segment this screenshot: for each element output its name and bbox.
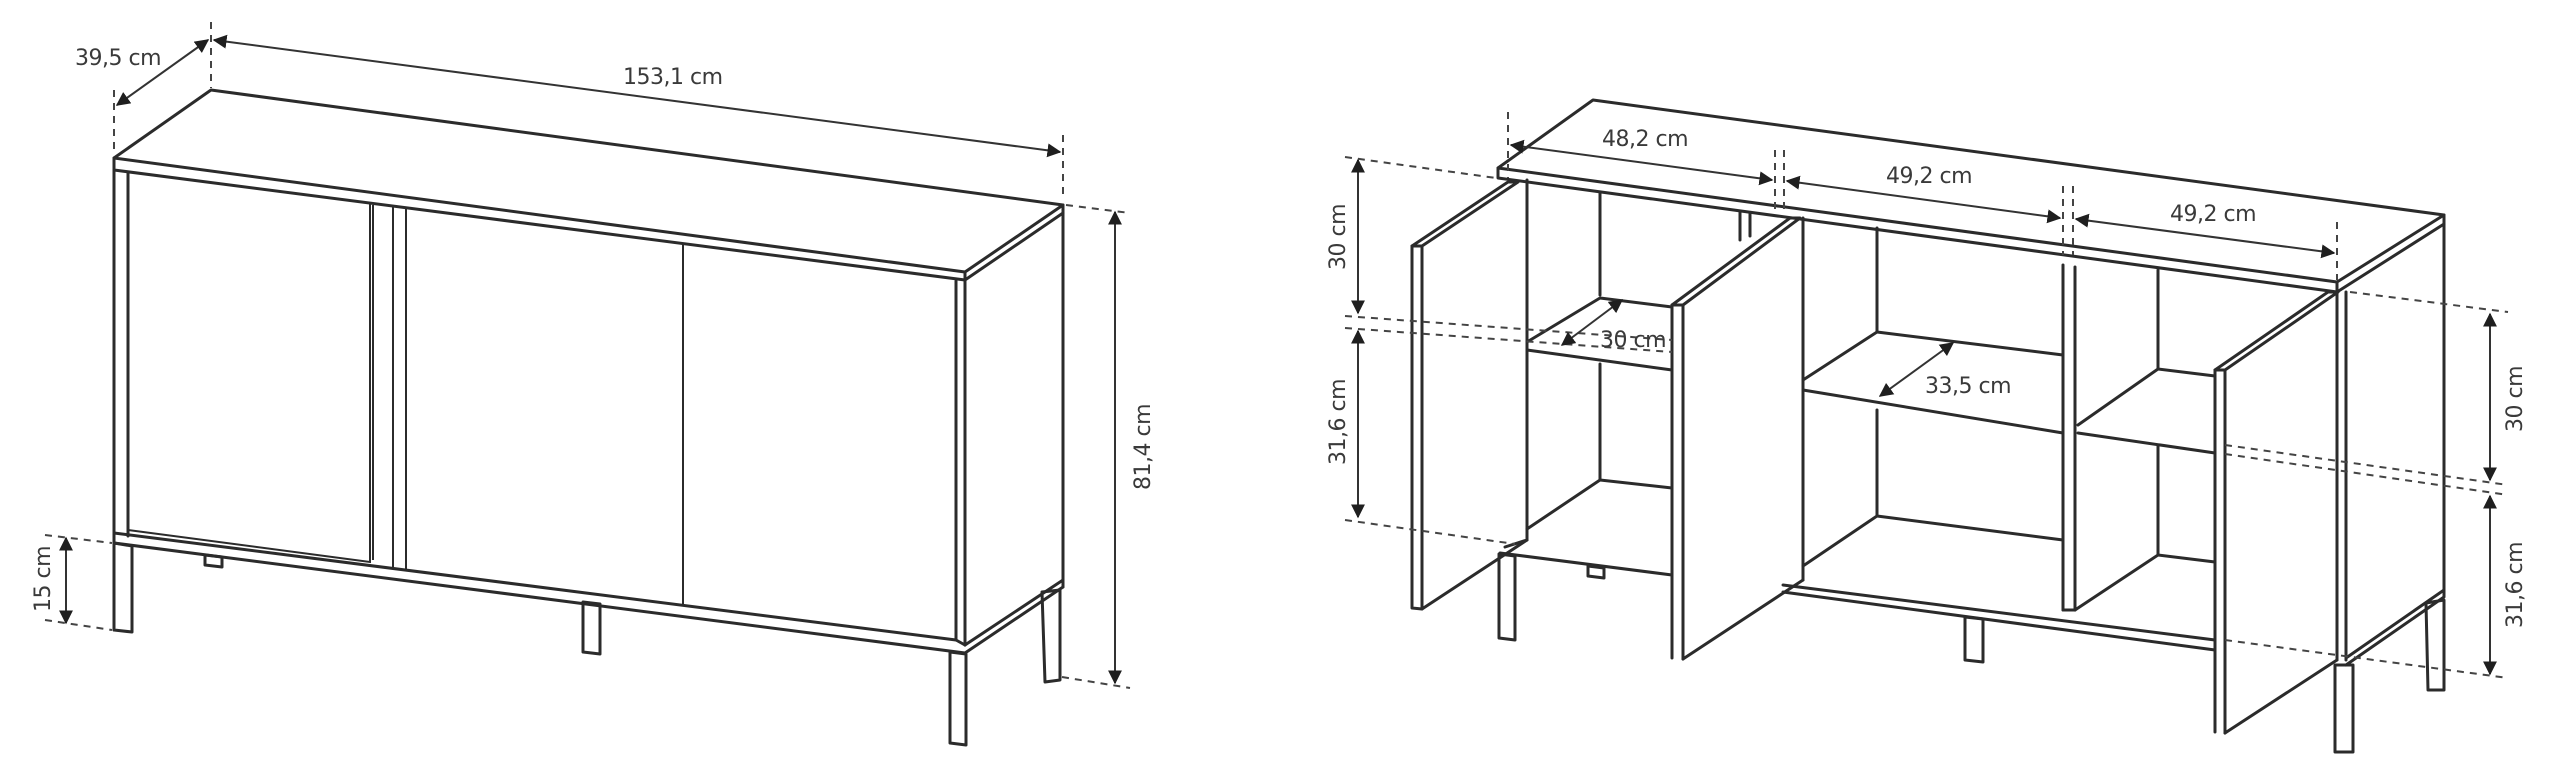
leg-height-label: 15 cm	[31, 546, 56, 612]
dim-left-compartment: 48,2 cm	[1507, 112, 1785, 212]
middle-shelf-depth-label: 33,5 cm	[1925, 374, 2011, 399]
left-side-panel	[112, 168, 130, 632]
depth-label: 39,5 cm	[75, 46, 161, 71]
right-side-panel	[963, 211, 1065, 655]
dim-middle-compartment: 49,2 cm	[1785, 164, 2074, 255]
divider-gap	[392, 207, 407, 569]
left-shelf-depth-label: 30 cm	[1600, 328, 1666, 353]
base-rail	[112, 531, 967, 655]
dim-leg-height: 15 cm	[31, 534, 113, 631]
right-lower-height-label: 31,6 cm	[2503, 542, 2528, 628]
dim-left-heights: 30 cm 31,6 cm	[1326, 156, 1673, 545]
width-label: 153,1 cm	[623, 65, 723, 90]
countertop	[1496, 98, 2446, 294]
left-lower-height-label: 31,6 cm	[1326, 379, 1351, 465]
center-divider	[2061, 263, 2077, 612]
left-width-label: 48,2 cm	[1602, 127, 1688, 152]
right-compartment	[2073, 268, 2217, 612]
open-view: 48,2 cm 49,2 cm 49,2 cm 30 cm 31,6 cm	[1326, 98, 2528, 754]
closed-view: 39,5 cm 153,1 cm 81,4 cm 15 cm	[31, 22, 1156, 747]
base-rail	[1498, 538, 1674, 577]
dim-height: 81,4 cm	[1061, 204, 1156, 689]
door-1	[127, 172, 374, 564]
dim-width: 153,1 cm	[212, 34, 1064, 200]
dim-depth: 39,5 cm	[75, 22, 212, 155]
door-3-right-frame	[954, 278, 967, 647]
carcass-left	[1525, 178, 1674, 542]
right-door	[2213, 290, 2340, 735]
dim-right-compartment: 49,2 cm	[2074, 202, 2338, 280]
dim-shelf-depth-left: 30 cm	[1560, 299, 1667, 353]
legs	[112, 541, 1062, 747]
countertop	[112, 88, 1065, 282]
middle-width-label: 49,2 cm	[1886, 164, 1972, 189]
dim-right-heights: 30 cm 31,6 cm	[2224, 291, 2528, 679]
legs	[1497, 552, 2446, 754]
right-upper-height-label: 30 cm	[2503, 366, 2528, 432]
middle-compartment	[1781, 216, 2217, 652]
dim-shelf-depth-middle: 33,5 cm	[1878, 342, 2012, 399]
right-side-panel	[2335, 222, 2446, 667]
height-label: 81,4 cm	[1131, 404, 1156, 490]
right-width-label: 49,2 cm	[2170, 202, 2256, 227]
left-upper-height-label: 30 cm	[1326, 204, 1351, 270]
